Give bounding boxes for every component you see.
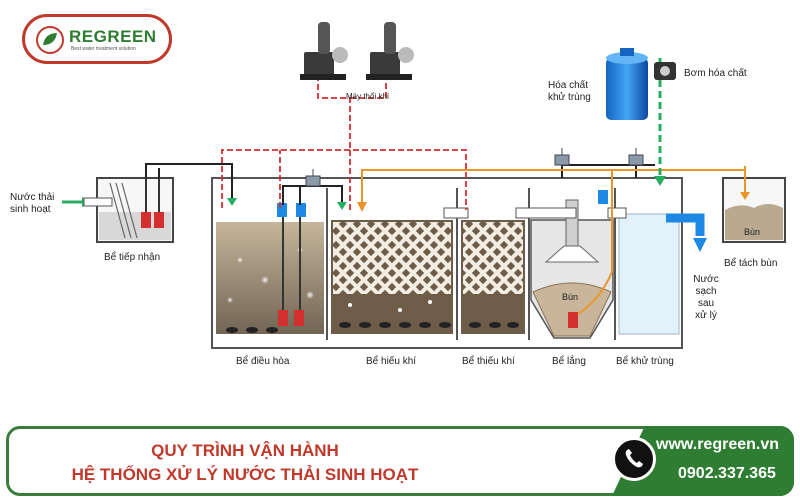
banner-title-line1: QUY TRÌNH VẬN HÀNH (151, 441, 339, 460)
equalization-tank (216, 203, 324, 334)
air-blower-icon (366, 22, 414, 80)
clean-water-label: Nước sạch sau xử lý (688, 274, 724, 322)
sludge-return-pipeline (361, 166, 746, 272)
dosing-pump-label: Bơm hóa chất (684, 68, 747, 79)
phone-icon[interactable] (612, 437, 656, 481)
anoxic-tank (461, 220, 525, 334)
sludge-tank-label: Bể tách bùn (724, 258, 778, 269)
inlet-label-line1: Nước thải (10, 192, 55, 203)
aerobic-tank-label: Bể hiếu khí (366, 356, 417, 367)
sludge-tank (722, 166, 786, 243)
main-reactor-outline (211, 177, 683, 349)
regreen-logo: REGREEN Best water treatment solution (22, 14, 172, 64)
anoxic-tank-label: Bể thiếu khí (462, 356, 515, 367)
settling-tank-label: Bể lắng (552, 356, 586, 367)
chemical-dosing-line (654, 58, 666, 186)
clean-water-label-line3: sau (697, 298, 715, 309)
chemical-tank-label-line2: khử trùng (548, 92, 591, 103)
transfer-pipes (443, 207, 577, 219)
logo-tagline: Best water treatment solution (71, 46, 136, 52)
clean-water-label-line4: xử lý (695, 310, 717, 321)
equalization-tank-label: Bể điều hòa (236, 356, 290, 367)
clean-water-label-line2: sạch (695, 286, 717, 297)
tank-sludge-label: Bùn (744, 227, 761, 237)
logo-wordmark: REGREEN (69, 27, 157, 46)
sludge-return-arrow (357, 202, 367, 212)
inlet-arrow (62, 197, 113, 207)
inlet-label-line2: sinh hoạt (10, 204, 51, 215)
collection-tank-label: Bể tiếp nhận (104, 252, 161, 263)
settling-sludge-label: Bùn (562, 292, 579, 302)
dosing-pump-icon (654, 62, 676, 80)
air-blower-icon (300, 22, 348, 80)
valve-icons (305, 148, 644, 187)
clean-water-outlet (666, 213, 707, 252)
phone-number[interactable]: 0902.337.365 (678, 465, 776, 482)
website-link[interactable]: www.regreen.vn (656, 436, 779, 453)
air-pipeline (221, 75, 467, 210)
disinfection-tank-label: Bể khử trùng (616, 356, 674, 367)
pipe-arrows (227, 198, 347, 210)
clean-water-label-line1: Nước (693, 274, 719, 285)
leaf-logo-icon (36, 26, 64, 54)
aerobic-tank (331, 220, 453, 334)
collection-tank (96, 177, 174, 243)
blower-label: Máy thổi khí (346, 92, 390, 101)
chemical-tank-label-line1: Hóa chất (548, 80, 589, 91)
settling-tank (530, 190, 614, 339)
disinfection-tank (607, 207, 680, 335)
banner-title-line2: HỆ THỐNG XỬ LÝ NƯỚC THẢI SINH HOẠT (71, 465, 419, 484)
chemical-tank (606, 48, 648, 120)
